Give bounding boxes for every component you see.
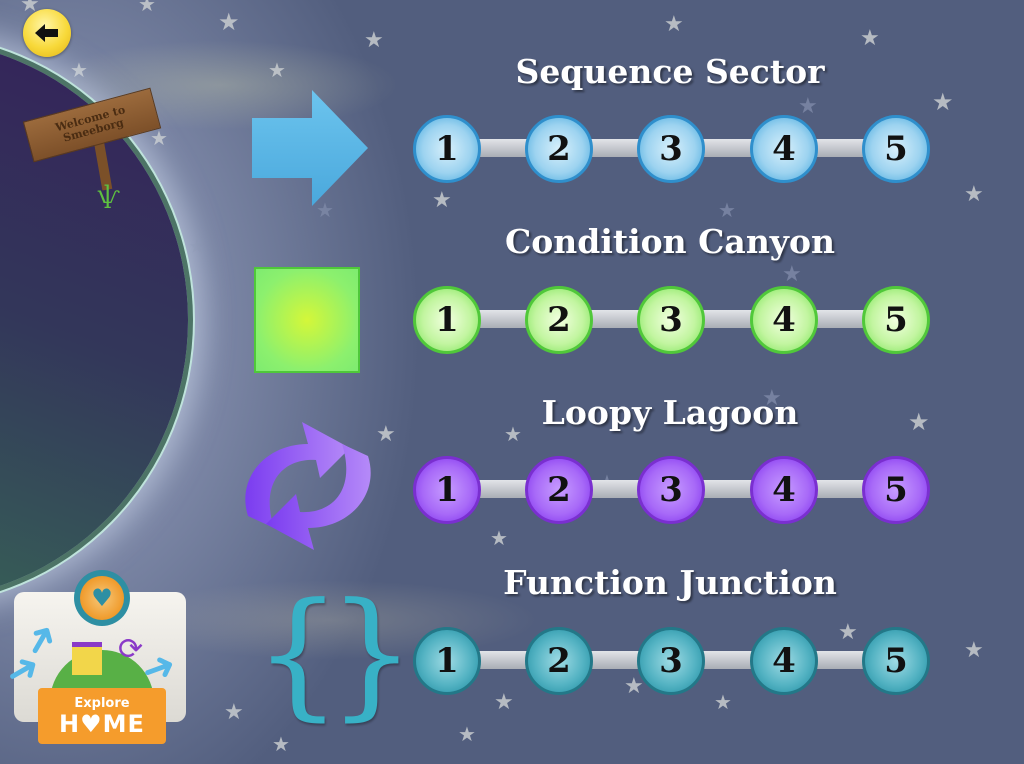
star-icon: ★ bbox=[364, 28, 384, 53]
star-icon: ★ bbox=[782, 262, 802, 287]
star-icon: ★ bbox=[624, 674, 644, 699]
sector-title: Sequence Sector bbox=[515, 52, 825, 91]
star-icon: ★ bbox=[964, 182, 984, 207]
star-icon: ★ bbox=[458, 722, 476, 746]
level-node-4[interactable]: 4 bbox=[750, 627, 818, 695]
level-node-1[interactable]: 1 bbox=[413, 456, 481, 524]
star-icon: ★ bbox=[268, 58, 286, 82]
star-icon: ★ bbox=[860, 26, 880, 51]
sector-title: Function Junction bbox=[503, 563, 837, 602]
home-label: H♥ME bbox=[59, 709, 145, 738]
level-node-5[interactable]: 5 bbox=[862, 627, 930, 695]
heart-badge: ♥ bbox=[74, 570, 130, 626]
sector-title: Loopy Lagoon bbox=[541, 393, 799, 432]
square-icon bbox=[254, 267, 360, 373]
explore-home-button[interactable]: ➜ ➜ ➜ ⟳ ♥ Explore H♥ME bbox=[0, 570, 194, 750]
star-icon: ★ bbox=[272, 732, 290, 756]
level-node-3[interactable]: 3 bbox=[637, 456, 705, 524]
block-icon bbox=[72, 642, 102, 675]
sector-title: Condition Canyon bbox=[505, 222, 835, 261]
star-icon: ★ bbox=[504, 422, 522, 446]
star-icon: ★ bbox=[964, 638, 984, 663]
star-icon: ★ bbox=[138, 0, 156, 16]
star-icon: ★ bbox=[188, 234, 206, 258]
star-icon: ★ bbox=[70, 58, 88, 82]
level-node-4[interactable]: 4 bbox=[750, 115, 818, 183]
level-node-3[interactable]: 3 bbox=[637, 286, 705, 354]
curly-braces-icon: {} bbox=[254, 573, 416, 734]
star-icon: ★ bbox=[490, 526, 508, 550]
back-button[interactable] bbox=[23, 9, 71, 57]
star-icon: ★ bbox=[664, 12, 684, 37]
level-node-4[interactable]: 4 bbox=[750, 286, 818, 354]
arrow-left-icon bbox=[35, 24, 58, 42]
star-icon: ★ bbox=[494, 690, 514, 715]
star-icon: ★ bbox=[432, 188, 452, 213]
star-icon: ★ bbox=[838, 620, 858, 645]
level-node-1[interactable]: 1 bbox=[413, 115, 481, 183]
star-icon: ★ bbox=[150, 126, 168, 150]
star-icon: ★ bbox=[714, 690, 732, 714]
star-icon: ★ bbox=[798, 94, 818, 119]
level-node-2[interactable]: 2 bbox=[525, 456, 593, 524]
level-node-1[interactable]: 1 bbox=[413, 286, 481, 354]
star-icon: ★ bbox=[932, 88, 954, 116]
star-icon: ★ bbox=[218, 8, 240, 36]
star-icon: ★ bbox=[376, 422, 396, 447]
heart-icon: ♥ bbox=[80, 576, 124, 620]
star-icon: ★ bbox=[762, 386, 782, 411]
level-node-4[interactable]: 4 bbox=[750, 456, 818, 524]
right-arrow-icon bbox=[252, 90, 368, 206]
explore-home-label: Explore H♥ME bbox=[38, 688, 166, 744]
grass-icon: ѱ bbox=[98, 181, 120, 209]
level-node-3[interactable]: 3 bbox=[637, 115, 705, 183]
explore-label: Explore bbox=[74, 695, 130, 711]
loop-icon: ⟳ bbox=[118, 632, 144, 667]
level-node-3[interactable]: 3 bbox=[637, 627, 705, 695]
level-node-2[interactable]: 2 bbox=[525, 627, 593, 695]
loop-arrows-icon bbox=[245, 422, 371, 550]
level-node-1[interactable]: 1 bbox=[413, 627, 481, 695]
star-icon: ★ bbox=[718, 198, 736, 222]
level-node-2[interactable]: 2 bbox=[525, 115, 593, 183]
level-node-5[interactable]: 5 bbox=[862, 115, 930, 183]
star-icon: ★ bbox=[224, 700, 244, 725]
star-icon: ★ bbox=[316, 198, 334, 222]
star-icon: ★ bbox=[908, 408, 930, 436]
level-node-5[interactable]: 5 bbox=[862, 456, 930, 524]
level-node-5[interactable]: 5 bbox=[862, 286, 930, 354]
level-node-2[interactable]: 2 bbox=[525, 286, 593, 354]
